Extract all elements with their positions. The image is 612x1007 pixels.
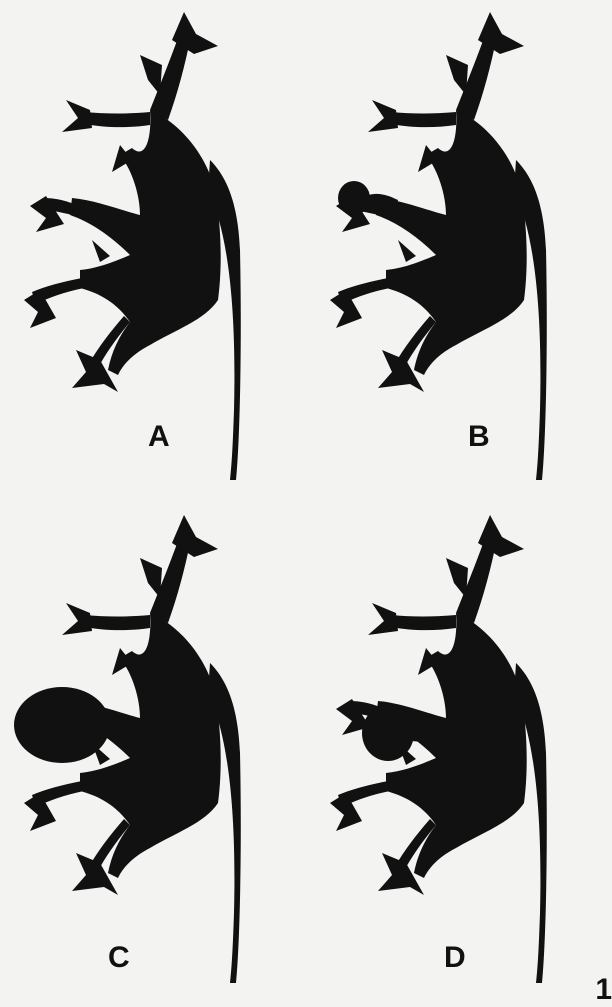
- panel-label-c: C: [108, 943, 130, 973]
- pelvis-diagram-c: [0, 503, 306, 1006]
- cyst-small: [338, 181, 370, 215]
- cyst-large: [14, 687, 110, 763]
- panel-label-a: A: [148, 422, 170, 452]
- corner-mark: 1: [595, 975, 612, 1005]
- panel-d: D: [306, 503, 612, 1006]
- cyst-medium: [362, 705, 414, 761]
- panel-label-b: B: [468, 422, 490, 452]
- panel-c: C: [0, 503, 306, 1006]
- pelvis-diagram-b: [306, 0, 612, 503]
- panel-a: A: [0, 0, 306, 503]
- pelvis-diagram-d: [306, 503, 612, 1006]
- panel-label-d: D: [444, 943, 466, 973]
- panel-b: B: [306, 0, 612, 503]
